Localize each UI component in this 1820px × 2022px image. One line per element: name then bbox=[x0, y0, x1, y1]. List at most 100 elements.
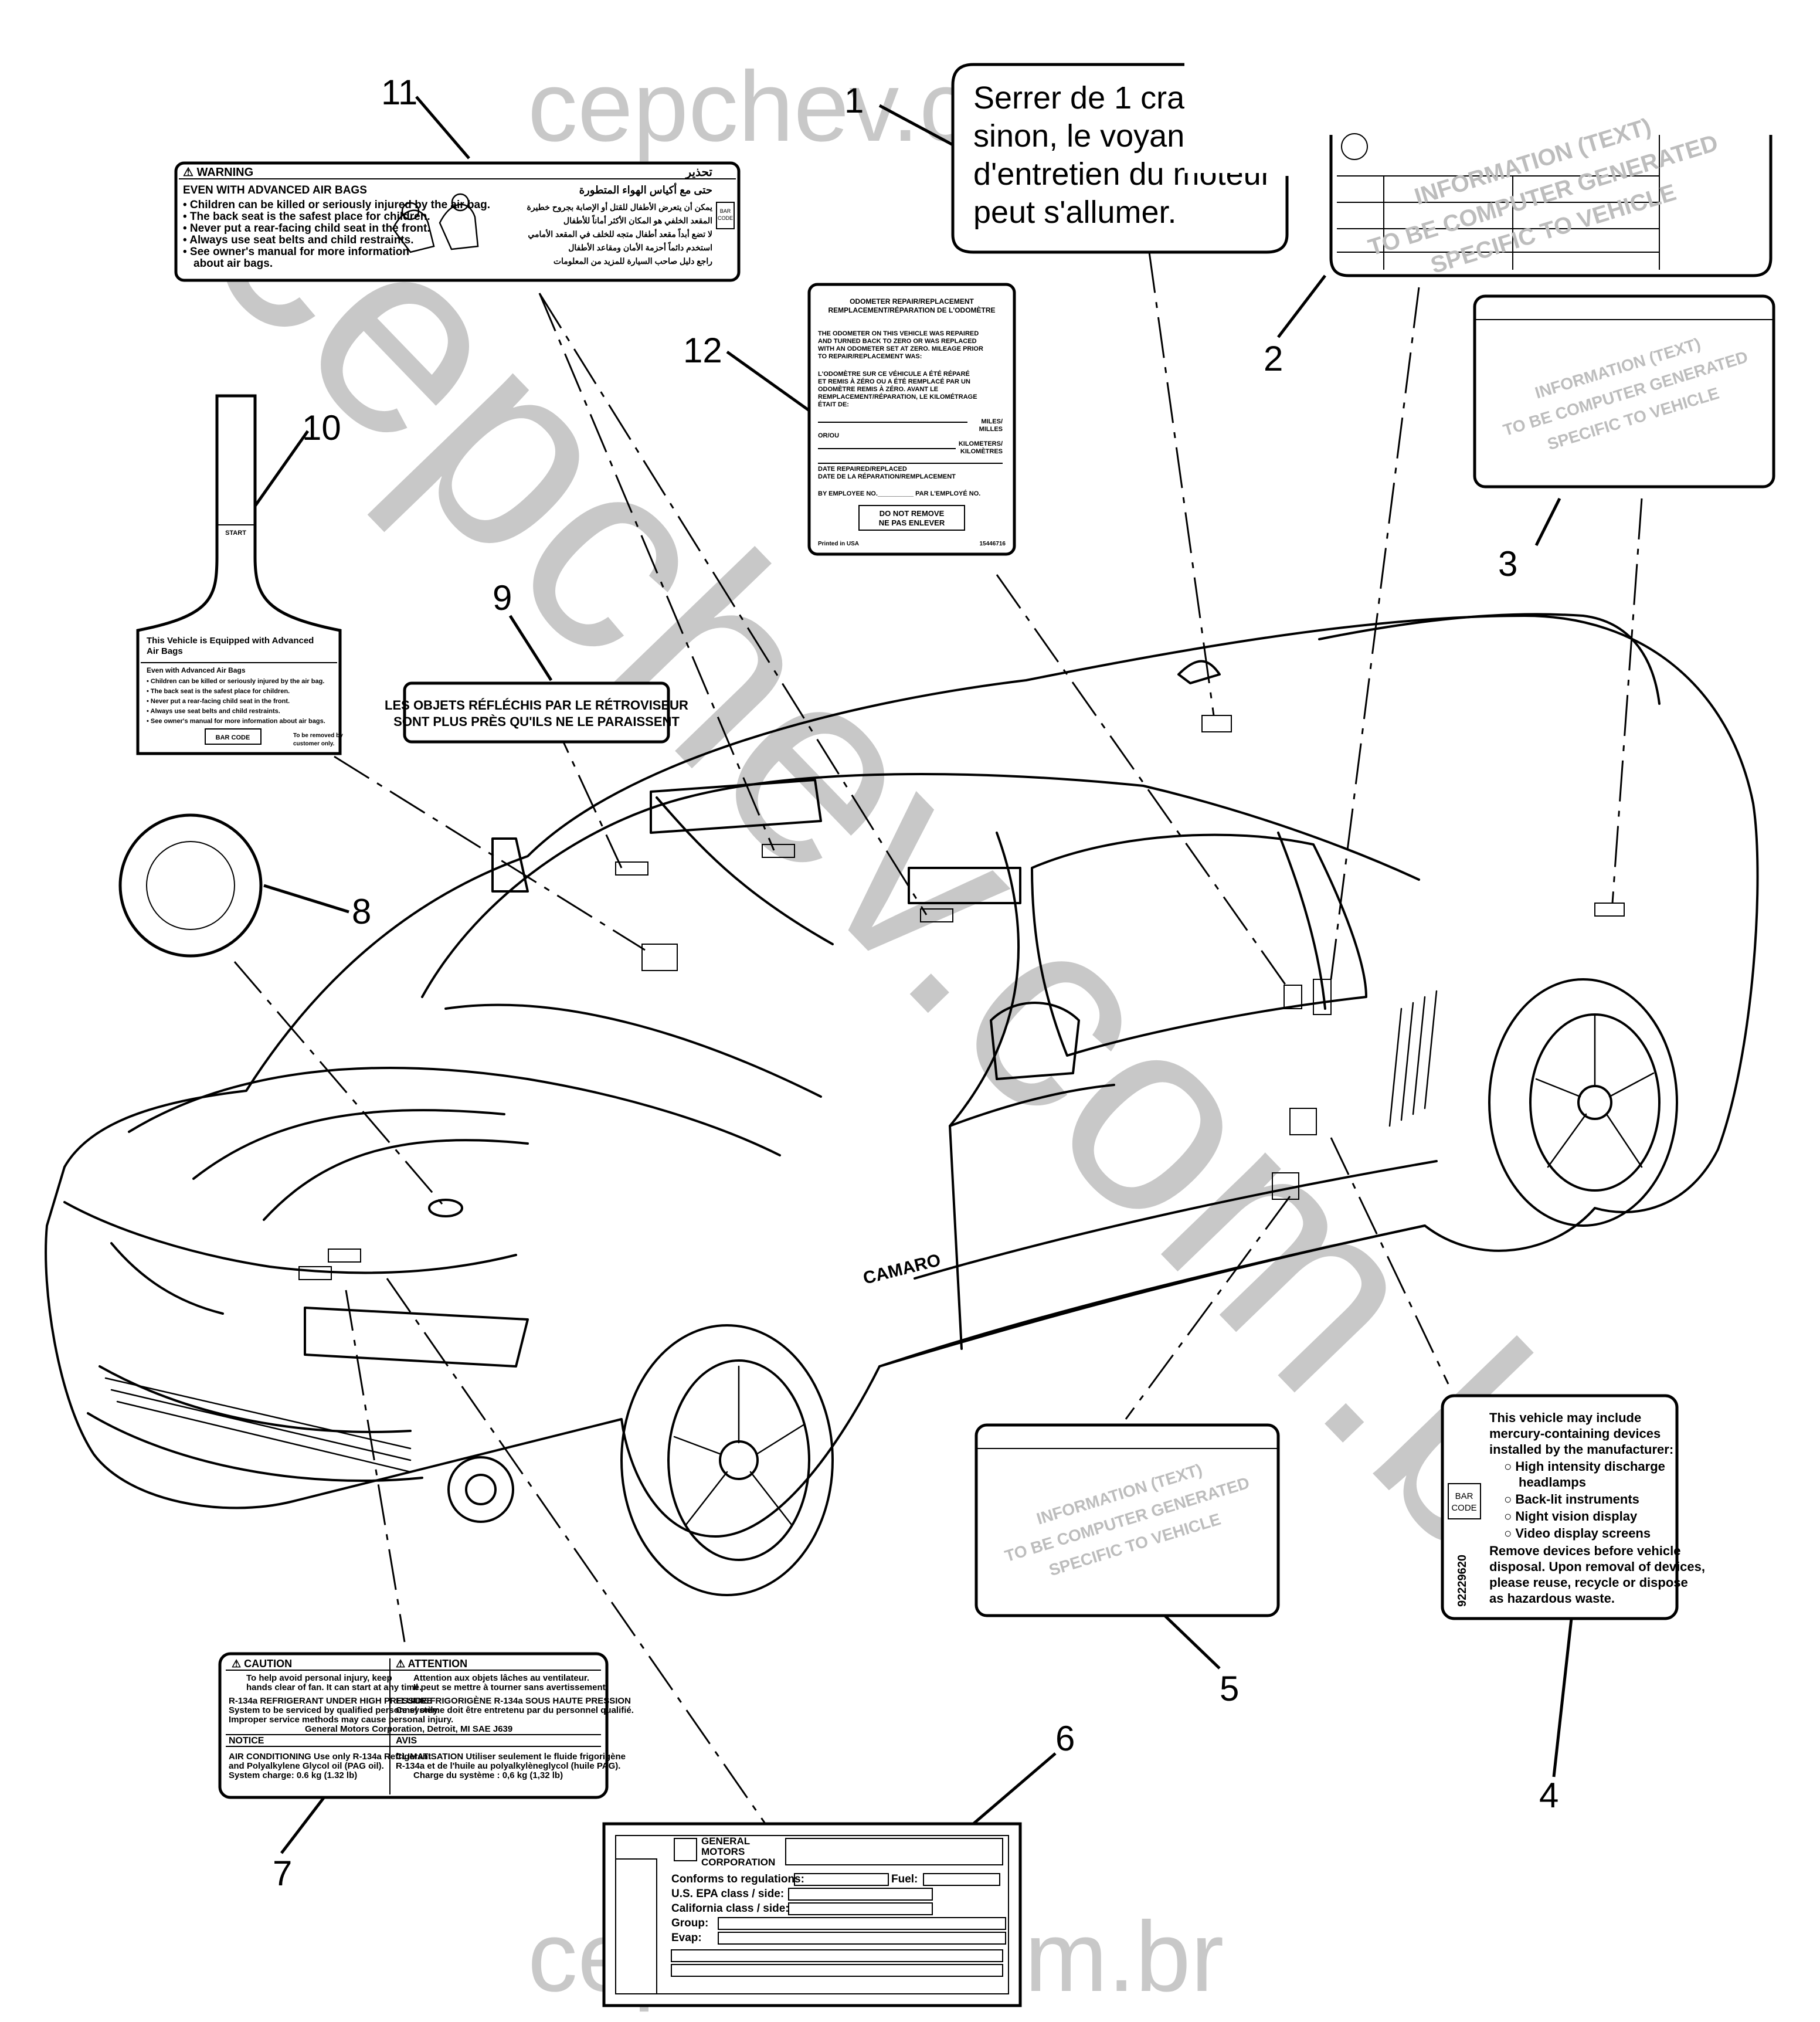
svg-text:headlamps: headlamps bbox=[1519, 1475, 1586, 1490]
svg-text:THE ODOMETER ON THIS VEHICLE W: THE ODOMETER ON THIS VEHICLE WAS REPAIRE… bbox=[818, 330, 979, 337]
svg-text:• Never put a rear-facing chil: • Never put a rear-facing child seat in … bbox=[147, 698, 290, 705]
svg-text:AVIS: AVIS bbox=[396, 1736, 417, 1746]
callout-3: 3 bbox=[1498, 544, 1517, 583]
svg-text:ODOMÈTRE REMIS À ZÉRO. AVANT L: ODOMÈTRE REMIS À ZÉRO. AVANT LE bbox=[818, 385, 938, 393]
svg-text:• Always use seat belts and ch: • Always use seat belts and child restra… bbox=[147, 708, 280, 715]
svg-text:• See owner's manual for more: • See owner's manual for more informatio… bbox=[147, 718, 325, 725]
camaro-car-drawing bbox=[45, 613, 1759, 1596]
svg-text:Fuel:: Fuel: bbox=[891, 1873, 918, 1885]
svg-text:CODE: CODE bbox=[718, 215, 733, 221]
svg-text:Printed in USA: Printed in USA bbox=[818, 541, 859, 547]
label-4-mercury-devices: This vehicle may include mercury-contain… bbox=[1441, 1394, 1705, 1620]
svg-text:استخدم دائماً أحزمة الأمان ومق: استخدم دائماً أحزمة الأمان ومقاعد الأطفا… bbox=[568, 242, 712, 253]
svg-text:WITH AN ODOMETER SET AT ZERO.: WITH AN ODOMETER SET AT ZERO. MILEAGE PR… bbox=[818, 345, 983, 352]
callouts: 1 2 3 4 5 6 7 8 9 10 11 12 bbox=[273, 73, 1558, 1893]
svg-text:R-134a REFRIGERANT UNDER HIGH: R-134a REFRIGERANT UNDER HIGH PRESSURE bbox=[229, 1696, 433, 1706]
callout-2: 2 bbox=[1264, 339, 1283, 378]
callout-leaders bbox=[250, 96, 1573, 1854]
label-5-vehicle-info: INFORMATION (TEXT) TO BE COMPUTER GENERA… bbox=[974, 1423, 1280, 1617]
svg-text:To be removed by: To be removed by bbox=[293, 732, 343, 739]
svg-text:as hazardous waste.: as hazardous waste. bbox=[1489, 1591, 1615, 1606]
label-8-round-decal bbox=[118, 813, 263, 958]
svg-text:Remove devices before vehicle: Remove devices before vehicle bbox=[1489, 1543, 1681, 1558]
svg-text:MOTORS: MOTORS bbox=[701, 1846, 745, 1857]
svg-text:يمكن أن يتعرض الأطفال للقتل أو: يمكن أن يتعرض الأطفال للقتل أو الإصابة ب… bbox=[527, 201, 713, 213]
label-markers bbox=[298, 715, 1625, 1280]
label-7-ac-refrigerant: ⚠ CAUTION ⚠ ATTENTION To help avoid pers… bbox=[218, 1652, 634, 1799]
svg-text:92229620: 92229620 bbox=[1456, 1555, 1469, 1607]
svg-text:راجع دليل صاحب السيارة للمزيد: راجع دليل صاحب السيارة للمزيد من المعلوم… bbox=[554, 256, 712, 266]
svg-text:NE PAS ENLEVER: NE PAS ENLEVER bbox=[879, 518, 945, 527]
svg-text:AND TURNED BACK TO ZERO OR WAS: AND TURNED BACK TO ZERO OR WAS REPLACED bbox=[818, 338, 977, 345]
svg-text:To help avoid personal injury,: To help avoid personal injury, keep bbox=[246, 1673, 392, 1683]
label-11-airbag-warning: ⚠ WARNING تحذير EVEN WITH ADVANCED AIR B… bbox=[174, 161, 741, 282]
svg-text:Even with Advanced Air Bags: Even with Advanced Air Bags bbox=[147, 666, 246, 674]
svg-text:MILES/: MILES/ bbox=[981, 418, 1003, 425]
svg-text:Air Bags: Air Bags bbox=[147, 646, 183, 656]
svg-text:• See owner's manual for more: • See owner's manual for more informatio… bbox=[183, 246, 409, 258]
callout-12: 12 bbox=[683, 331, 722, 370]
callout-10: 10 bbox=[302, 408, 341, 447]
svg-text:AIR CONDITIONING Use only R-13: AIR CONDITIONING Use only R-134a Refrige… bbox=[229, 1752, 431, 1762]
label-9-mirror-warning: LES OBJETS RÉFLÉCHIS PAR LE RÉTROVISEUR … bbox=[385, 681, 688, 744]
svg-text:• The back seat is the safest: • The back seat is the safest place for … bbox=[147, 688, 290, 695]
callout-5: 5 bbox=[1220, 1669, 1239, 1708]
svg-text:Ce système doit être entretenu: Ce système doit être entretenu par du pe… bbox=[396, 1705, 634, 1715]
svg-text:Group:: Group: bbox=[671, 1917, 708, 1929]
svg-text:○ Back-lit instruments: ○ Back-lit instruments bbox=[1504, 1492, 1639, 1507]
svg-text:○ Night vision display: ○ Night vision display bbox=[1504, 1509, 1638, 1524]
svg-text:• Children can be killed or se: • Children can be killed or seriously in… bbox=[183, 199, 490, 211]
svg-text:Il peut se mettre à tourner sa: Il peut se mettre à tourner sans avertis… bbox=[413, 1682, 608, 1692]
svg-text:Attention aux objets lâches au: Attention aux objets lâches au ventilate… bbox=[413, 1673, 589, 1683]
car-badge: CAMARO bbox=[861, 1250, 943, 1288]
svg-text:about air bags.: about air bags. bbox=[193, 257, 273, 270]
svg-text:المقعد الخلفي هو المكان الأكثر: المقعد الخلفي هو المكان الأكثر أماناً لل… bbox=[563, 215, 712, 226]
callout-9: 9 bbox=[493, 578, 512, 618]
svg-text:This vehicle may include: This vehicle may include bbox=[1489, 1410, 1641, 1425]
svg-text:CODE: CODE bbox=[1451, 1503, 1476, 1513]
svg-text:○ High intensity discharge: ○ High intensity discharge bbox=[1504, 1459, 1665, 1474]
svg-text:ET REMIS À ZÉRO OU A ÉTÉ REMPL: ET REMIS À ZÉRO OU A ÉTÉ REMPLACÉ PAR UN bbox=[818, 378, 970, 385]
callout-6: 6 bbox=[1055, 1719, 1075, 1758]
svg-text:⚠ ATTENTION: ⚠ ATTENTION bbox=[396, 1658, 467, 1670]
child-seat-icon bbox=[392, 193, 479, 253]
svg-text:NOTICE: NOTICE bbox=[229, 1736, 264, 1746]
callout-11: 11 bbox=[381, 73, 417, 112]
label-1-cutout bbox=[1184, 56, 1290, 173]
svg-text:peut s'allumer.: peut s'allumer. bbox=[973, 195, 1177, 230]
callout-8: 8 bbox=[352, 892, 371, 931]
svg-text:DO NOT REMOVE: DO NOT REMOVE bbox=[880, 509, 945, 518]
svg-text:ÉTAIT DE:: ÉTAIT DE: bbox=[818, 401, 849, 408]
svg-text:L'ODOMÈTRE SUR CE VÉHICULE A É: L'ODOMÈTRE SUR CE VÉHICULE A ÉTÉ RÉPARÉ bbox=[818, 370, 970, 378]
svg-text:U.S. EPA class / side:: U.S. EPA class / side: bbox=[671, 1888, 784, 1900]
svg-text:LES OBJETS RÉFLÉCHIS PAR LE RÉ: LES OBJETS RÉFLÉCHIS PAR LE RÉTROVISEUR bbox=[385, 698, 688, 713]
svg-text:KILOMETERS/: KILOMETERS/ bbox=[959, 440, 1003, 447]
svg-text:GENERAL: GENERAL bbox=[701, 1836, 750, 1847]
svg-text:BAR CODE: BAR CODE bbox=[216, 734, 250, 741]
svg-text:15446716: 15446716 bbox=[980, 541, 1006, 547]
callout-7: 7 bbox=[273, 1854, 292, 1893]
svg-text:R-134a et de l'huile au polyal: R-134a et de l'huile au polyalkylèneglyc… bbox=[396, 1761, 620, 1771]
svg-text:لا تضع أبداً مقعد أطفال متجه ل: لا تضع أبداً مقعد أطفال متجه للخلف في ال… bbox=[528, 228, 712, 239]
svg-text:Conforms to regulations:: Conforms to regulations: bbox=[671, 1873, 804, 1885]
svg-text:sinon, le voyant: sinon, le voyant bbox=[973, 118, 1193, 154]
svg-text:System to be serviced by quali: System to be serviced by qualified perso… bbox=[229, 1705, 440, 1715]
svg-text:California class / side:: California class / side: bbox=[671, 1902, 789, 1915]
svg-text:installed by the manufacturer:: installed by the manufacturer: bbox=[1489, 1442, 1673, 1457]
label-6-emissions: GENERAL MOTORS CORPORATION Conforms to r… bbox=[602, 1822, 1022, 2007]
svg-text:and Polyalkylene Glycol oil (P: and Polyalkylene Glycol oil (PAG oil). bbox=[229, 1761, 384, 1771]
svg-text:System charge: 0.6 kg (1.32 lb: System charge: 0.6 kg (1.32 lb) bbox=[229, 1770, 357, 1780]
svg-text:BAR: BAR bbox=[1455, 1491, 1473, 1501]
svg-text:• Children can be killed or se: • Children can be killed or seriously in… bbox=[147, 678, 324, 685]
svg-text:SONT PLUS PRÈS QU'ILS NE LE PA: SONT PLUS PRÈS QU'ILS NE LE PARAISSENT bbox=[393, 714, 680, 729]
svg-text:START: START bbox=[225, 530, 246, 537]
callout-1: 1 bbox=[844, 81, 864, 120]
svg-text:BAR: BAR bbox=[720, 208, 731, 214]
svg-text:⚠ WARNING: ⚠ WARNING bbox=[183, 166, 253, 179]
svg-text:please reuse, recycle or dispo: please reuse, recycle or dispose bbox=[1489, 1575, 1688, 1590]
svg-text:customer only.: customer only. bbox=[293, 741, 335, 747]
label-3-vehicle-info: INFORMATION (TEXT) TO BE COMPUTER GENERA… bbox=[1473, 294, 1775, 488]
svg-text:FLUIDE FRIGORIGÈNE R-134a SOUS: FLUIDE FRIGORIGÈNE R-134a SOUS HAUTE PRE… bbox=[396, 1696, 631, 1706]
svg-text:Charge du système : 0,6 kg (1,: Charge du système : 0,6 kg (1,32 lb) bbox=[413, 1770, 563, 1780]
